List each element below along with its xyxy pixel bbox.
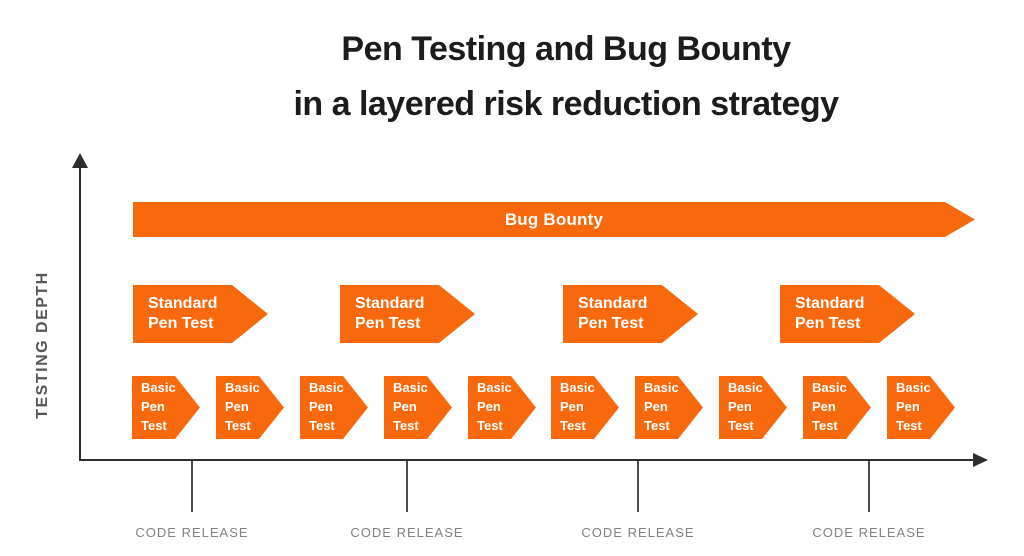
basic-pen-test-label: Basic Pen Test	[896, 380, 931, 433]
y-axis-line	[79, 165, 81, 461]
code-release-label: CODE RELEASE	[812, 525, 926, 540]
basic-pen-test-arrow: Basic Pen Test	[635, 376, 703, 439]
x-axis-line	[79, 459, 975, 461]
code-release-tick	[868, 461, 870, 512]
title-line-1: Pen Testing and Bug Bounty	[341, 30, 791, 68]
title-line-2: in a layered risk reduction strategy	[293, 85, 839, 124]
standard-pen-test-arrow: Standard Pen Test	[340, 285, 475, 343]
code-release-tick	[637, 461, 639, 512]
standard-pen-test-label: Standard Pen Test	[578, 294, 648, 332]
standard-pen-test-arrow: Standard Pen Test	[780, 285, 915, 343]
arrow-up-icon	[72, 153, 88, 168]
basic-pen-test-label: Basic Pen Test	[728, 380, 763, 433]
y-axis-label: TESTING DEPTH	[34, 271, 51, 419]
standard-pen-test-arrow: Standard Pen Test	[133, 285, 268, 343]
basic-pen-test-arrow: Basic Pen Test	[551, 376, 619, 439]
standard-pen-test-label: Standard Pen Test	[148, 294, 218, 332]
code-release-tick	[406, 461, 408, 512]
basic-pen-test-label: Basic Pen Test	[477, 380, 512, 433]
basic-pen-test-label: Basic Pen Test	[560, 380, 595, 433]
basic-pen-test-arrow: Basic Pen Test	[468, 376, 536, 439]
basic-pen-test-label: Basic Pen Test	[812, 380, 847, 433]
code-release-label: CODE RELEASE	[581, 525, 695, 540]
basic-pen-test-label: Basic Pen Test	[141, 380, 176, 433]
basic-pen-test-label: Basic Pen Test	[225, 380, 260, 433]
basic-pen-test-arrow: Basic Pen Test	[803, 376, 871, 439]
basic-pen-test-arrow: Basic Pen Test	[132, 376, 200, 439]
code-release-label: CODE RELEASE	[135, 525, 249, 540]
basic-pen-test-arrow: Basic Pen Test	[384, 376, 452, 439]
code-release-label: CODE RELEASE	[350, 525, 464, 540]
bug-bounty-label: Bug Bounty	[504, 209, 604, 229]
basic-pen-test-arrow: Basic Pen Test	[887, 376, 955, 439]
diagram-title: Pen Testing and Bug Bounty in a layered …	[54, 22, 1024, 132]
basic-pen-test-label: Basic Pen Test	[644, 380, 679, 433]
basic-pen-test-arrow: Basic Pen Test	[719, 376, 787, 439]
basic-pen-test-arrow: Basic Pen Test	[216, 376, 284, 439]
arrow-right-icon	[973, 453, 988, 467]
standard-pen-test-label: Standard Pen Test	[355, 294, 425, 332]
basic-pen-test-label: Basic Pen Test	[393, 380, 428, 433]
basic-pen-test-label: Basic Pen Test	[309, 380, 344, 433]
standard-pen-test-label: Standard Pen Test	[795, 294, 865, 332]
bug-bounty-arrow: Bug Bounty	[133, 202, 975, 237]
basic-pen-test-arrow: Basic Pen Test	[300, 376, 368, 439]
standard-pen-test-arrow: Standard Pen Test	[563, 285, 698, 343]
code-release-tick	[191, 461, 193, 512]
